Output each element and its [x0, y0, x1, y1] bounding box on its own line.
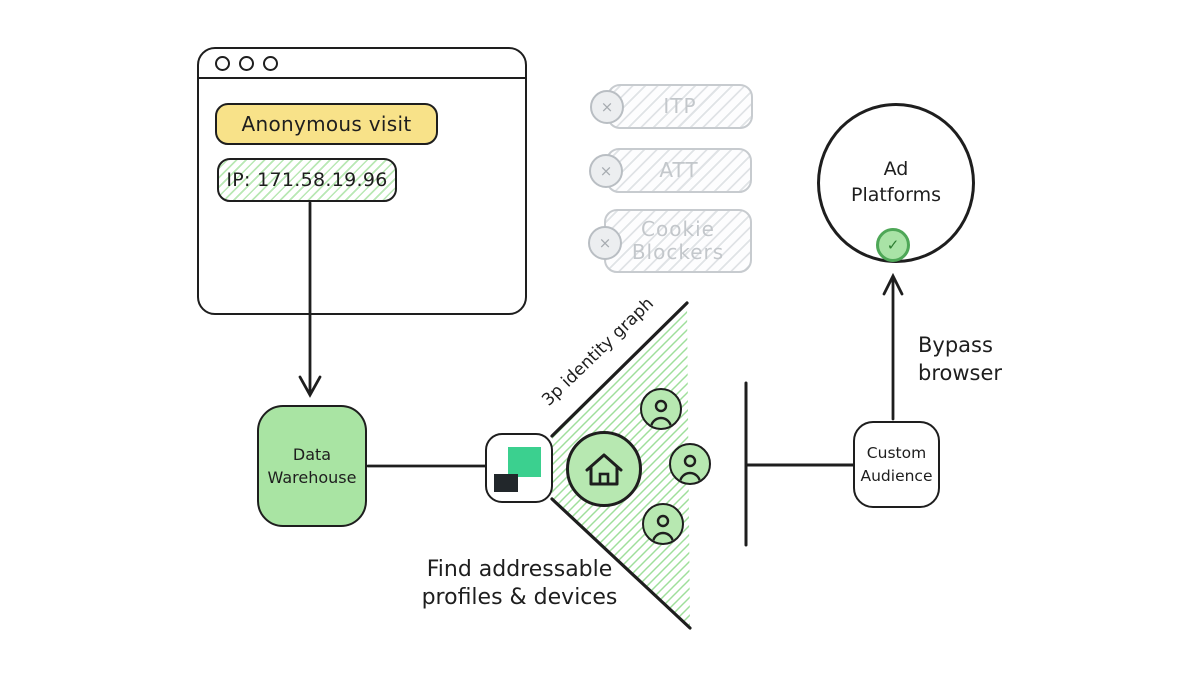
bypass-browser-line2: browser: [918, 361, 1003, 386]
logo-black-square-icon: [494, 474, 518, 492]
blocker-pill-att-label: ATT: [659, 158, 699, 182]
person-node: [642, 503, 684, 545]
addressable-caption: Find addressable profiles & devices: [417, 556, 622, 612]
data-warehouse-label-line1: Data: [292, 444, 332, 464]
addressable-caption-line2: profiles & devices: [421, 585, 618, 611]
logo-green-square-icon: [508, 447, 541, 477]
household-node: [566, 431, 642, 507]
anonymous-visit-label: Anonymous visit: [241, 112, 412, 136]
ad-platforms-label-line2: Platforms: [850, 184, 942, 206]
custom-audience-label-line2: Audience: [860, 466, 933, 485]
person-icon: [651, 514, 675, 543]
x-glyph: ×: [598, 234, 612, 252]
bypass-browser-label: Bypass browser: [918, 331, 1002, 388]
x-icon: ×: [589, 154, 623, 188]
ip-address-badge: IP: 171.58.19.96: [217, 158, 397, 202]
person-icon: [678, 454, 702, 483]
person-node: [640, 388, 682, 430]
house-icon: [585, 453, 623, 486]
check-glyph: ✓: [886, 236, 900, 254]
check-icon: ✓: [876, 228, 910, 262]
barrier-line: [744, 381, 855, 547]
traffic-light-icon: [215, 55, 230, 71]
blocker-pill-cookie-blockers: Cookie Blockers: [604, 209, 752, 273]
blocker-pill-att: ATT: [606, 148, 752, 193]
bypass-arrow: [882, 272, 904, 421]
browser-titlebar: [199, 49, 525, 79]
blocker-pill-itp: ITP: [607, 84, 753, 129]
data-warehouse-label-line2: Warehouse: [267, 468, 357, 487]
data-warehouse-node: Data Warehouse: [257, 405, 367, 527]
x-icon: ×: [590, 90, 624, 124]
blocker-pill-cookie-blockers-label: Cookie Blockers: [631, 217, 725, 264]
blocker-pill-itp-label: ITP: [663, 94, 697, 118]
traffic-light-icon: [239, 55, 254, 71]
identity-resolution-logo: [485, 433, 553, 503]
x-glyph: ×: [599, 162, 613, 180]
person-icon: [649, 399, 673, 428]
custom-audience-label-line1: Custom: [866, 444, 927, 463]
addressable-caption-line1: Find addressable: [426, 557, 613, 582]
custom-audience-node: Custom Audience: [853, 421, 940, 508]
anonymous-visit-badge: Anonymous visit: [215, 103, 438, 145]
traffic-light-icon: [263, 55, 278, 71]
identity-graph-label: 3p identity graph: [538, 293, 658, 411]
x-glyph: ×: [600, 98, 614, 116]
bypass-browser-line1: Bypass: [918, 333, 993, 357]
person-node: [669, 443, 711, 485]
ip-address-label: IP: 171.58.19.96: [226, 169, 388, 191]
x-icon: ×: [588, 226, 622, 260]
ad-platforms-label-line1: Ad: [883, 158, 909, 181]
